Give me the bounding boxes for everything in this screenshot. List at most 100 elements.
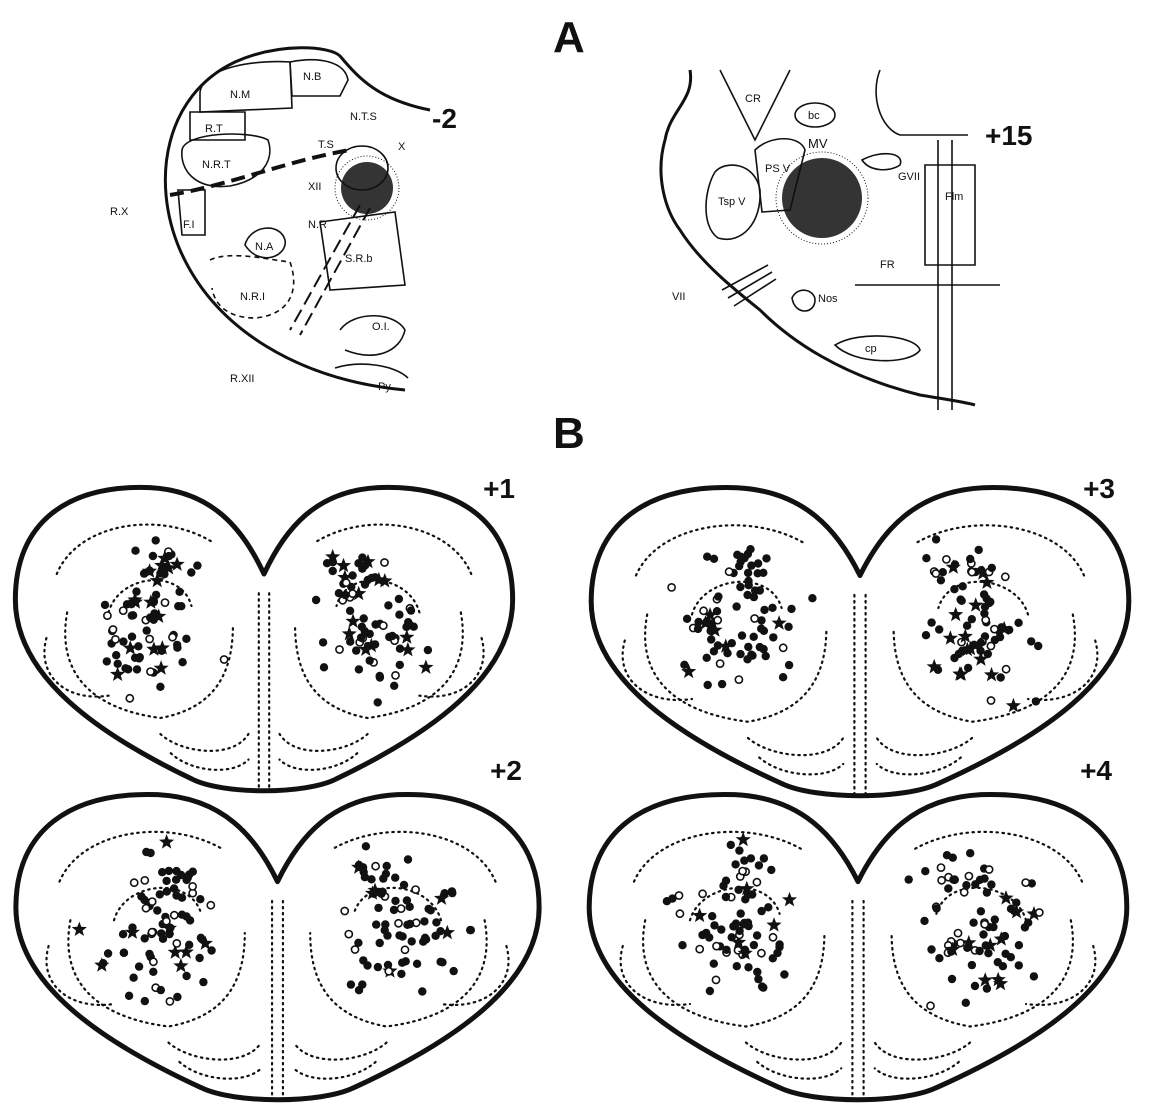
open-circle-marker xyxy=(726,568,733,575)
filled-circle-marker xyxy=(705,933,713,941)
open-circle-marker xyxy=(676,910,683,917)
open-circle-marker xyxy=(769,934,776,941)
filled-circle-marker xyxy=(760,854,768,862)
section-boundary xyxy=(280,753,358,770)
filled-circle-marker xyxy=(984,949,992,957)
fourth-ventricle-floor xyxy=(876,70,968,135)
filled-circle-marker xyxy=(114,660,122,668)
open-circle-marker xyxy=(146,635,153,642)
open-circle-marker xyxy=(149,898,156,905)
filled-circle-marker xyxy=(744,643,752,651)
filled-circle-marker xyxy=(983,595,991,603)
filled-circle-marker xyxy=(377,890,385,898)
filled-circle-marker xyxy=(787,605,795,613)
open-circle-marker xyxy=(349,590,356,597)
pyramid xyxy=(335,364,408,378)
filled-circle-marker xyxy=(728,639,736,647)
section-boundary xyxy=(332,832,496,882)
filled-circle-marker xyxy=(121,664,129,672)
filled-circle-marker xyxy=(959,582,967,590)
section-boundary xyxy=(757,1062,841,1079)
filled-circle-marker xyxy=(129,974,137,982)
open-circle-marker xyxy=(112,636,119,643)
open-circle-marker xyxy=(696,946,703,953)
filled-circle-marker xyxy=(403,896,411,904)
label-x: X xyxy=(398,141,406,153)
filled-circle-marker xyxy=(735,846,743,854)
filled-circle-marker xyxy=(374,963,382,971)
filled-circle-marker xyxy=(722,893,730,901)
section-boundary xyxy=(875,1062,959,1079)
filled-circle-marker xyxy=(374,698,382,706)
filled-circle-marker xyxy=(1015,961,1023,969)
filled-circle-marker xyxy=(762,652,770,660)
filled-circle-marker xyxy=(1015,941,1023,949)
filled-circle-marker xyxy=(404,618,412,626)
filled-circle-marker xyxy=(149,968,157,976)
filled-circle-marker xyxy=(744,550,752,558)
nucleus-nri xyxy=(210,256,294,318)
filled-circle-marker xyxy=(760,606,768,614)
filled-circle-marker xyxy=(140,569,148,577)
filled-circle-marker xyxy=(760,627,768,635)
filled-circle-marker xyxy=(784,623,792,631)
section-boundary xyxy=(171,753,249,770)
filled-circle-marker xyxy=(764,903,772,911)
filled-circle-marker xyxy=(1021,923,1029,931)
filled-circle-marker xyxy=(703,654,711,662)
filled-circle-marker xyxy=(408,937,416,945)
filled-circle-marker xyxy=(983,888,991,896)
filled-circle-marker xyxy=(950,585,958,593)
filled-circle-marker xyxy=(398,959,406,967)
filled-circle-marker xyxy=(141,934,149,942)
filled-circle-marker xyxy=(997,673,1005,681)
filled-circle-marker xyxy=(975,947,983,955)
filled-circle-marker xyxy=(733,962,741,970)
section-boundary xyxy=(169,1043,262,1060)
filled-circle-marker xyxy=(407,606,415,614)
filled-circle-marker xyxy=(361,627,369,635)
filled-circle-marker xyxy=(120,949,128,957)
filled-circle-marker xyxy=(141,997,149,1005)
filled-circle-marker xyxy=(199,978,207,986)
label-nts: N.T.S xyxy=(350,111,377,123)
filled-circle-marker xyxy=(759,983,767,991)
filled-circle-marker xyxy=(736,583,744,591)
filled-circle-marker xyxy=(396,661,404,669)
filled-circle-marker xyxy=(966,849,974,857)
star-marker xyxy=(772,615,787,630)
filled-circle-marker xyxy=(1007,953,1015,961)
filled-circle-marker xyxy=(165,867,173,875)
lesion-site-left xyxy=(341,162,393,214)
filled-circle-marker xyxy=(754,975,762,983)
label-cp: cp xyxy=(865,343,877,355)
open-circle-marker xyxy=(385,968,392,975)
filled-circle-marker xyxy=(710,555,718,563)
filled-circle-marker xyxy=(977,907,985,915)
filled-circle-marker xyxy=(381,920,389,928)
star-marker xyxy=(72,922,87,936)
filled-circle-marker xyxy=(366,656,374,664)
filled-circle-marker xyxy=(383,931,391,939)
star-marker xyxy=(766,917,781,931)
section-boundary xyxy=(914,832,1082,882)
open-circle-marker xyxy=(131,879,138,886)
open-circle-marker xyxy=(351,946,358,953)
filled-circle-marker xyxy=(395,931,403,939)
filled-circle-marker xyxy=(145,950,153,958)
section-boundary xyxy=(179,1062,261,1079)
filled-circle-marker xyxy=(974,642,982,650)
open-circle-marker xyxy=(954,930,961,937)
filled-circle-marker xyxy=(420,917,428,925)
star-marker xyxy=(173,958,188,972)
filled-circle-marker xyxy=(135,654,143,662)
filled-circle-marker xyxy=(395,595,403,603)
open-circle-marker xyxy=(1002,573,1009,580)
section-boundary xyxy=(60,832,224,882)
filled-circle-marker xyxy=(432,918,440,926)
level-label-minus-2: -2 xyxy=(432,103,457,134)
filled-circle-marker xyxy=(361,873,369,881)
star-marker xyxy=(968,597,983,612)
filled-circle-marker xyxy=(704,681,712,689)
filled-circle-marker xyxy=(708,912,716,920)
